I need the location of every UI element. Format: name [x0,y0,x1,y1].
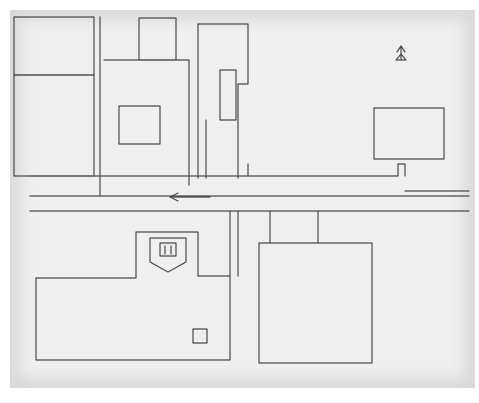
map-building-top-right-center [197,23,249,179]
map-building-small-center [118,105,161,145]
map-building-right [373,107,445,160]
left-arrow-icon [169,192,211,202]
map-building-top-center [99,16,190,197]
map-road [29,163,470,212]
map-building-small-bottom [192,328,208,344]
map-building-bottom-right [258,210,373,364]
emblem-icon [149,237,187,273]
map-building-top-left [13,16,95,76]
map-building-left [13,74,95,177]
north-arrow-icon [395,45,407,61]
map-building-bottom-left [35,210,239,361]
paper-sheet [10,10,475,388]
